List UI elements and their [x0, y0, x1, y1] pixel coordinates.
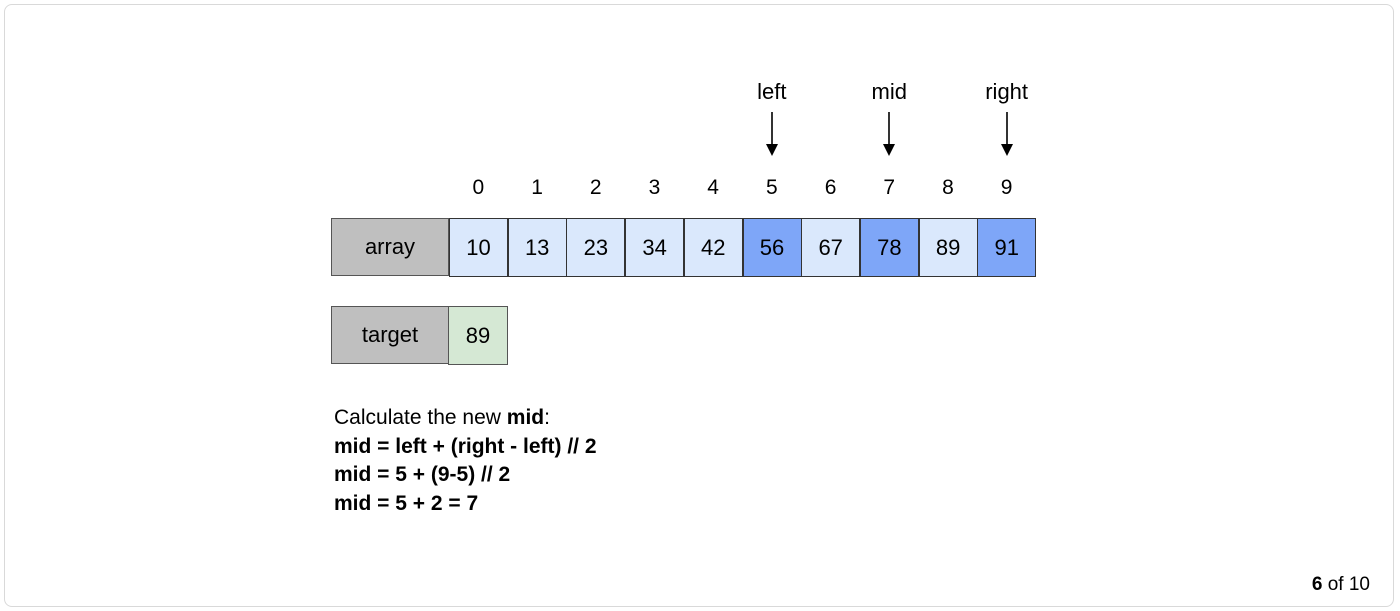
- pointer-label-mid: mid: [871, 79, 907, 104]
- pointer-label-left: left: [757, 79, 787, 104]
- array-cell-2: 23: [566, 218, 626, 277]
- formula-line-1: mid = left + (right - left) // 2: [334, 434, 597, 458]
- array-label: array: [331, 218, 449, 276]
- array-cell-7: 78: [859, 218, 919, 277]
- array-cell-0: 10: [449, 218, 508, 277]
- index-label-3: 3: [648, 176, 661, 199]
- pointer-left: left: [732, 80, 812, 158]
- array-cell-3: 34: [625, 218, 685, 277]
- pager-current: 6: [1311, 574, 1323, 595]
- target-label: target: [331, 306, 449, 364]
- array-cell-9: 91: [977, 218, 1037, 277]
- index-label-1: 1: [531, 176, 543, 199]
- target-value-cell: 89: [448, 306, 508, 365]
- index-label-7: 7: [883, 176, 896, 199]
- pointer-mid: mid: [849, 80, 929, 158]
- array-cell-4: 42: [683, 218, 743, 277]
- down-arrow-icon: [765, 112, 778, 156]
- array-cell-6: 67: [801, 218, 861, 277]
- down-arrow-icon: [1000, 112, 1013, 156]
- pager-separator: of: [1322, 574, 1349, 595]
- pointer-right: right: [967, 80, 1047, 158]
- index-label-0: 0: [472, 176, 485, 199]
- formula-line-2: mid = 5 + (9-5) // 2: [334, 463, 511, 486]
- index-label-6: 6: [824, 176, 837, 199]
- pointer-label-right: right: [985, 79, 1029, 104]
- array-cell-1: 13: [507, 218, 567, 277]
- index-label-9: 9: [1000, 176, 1013, 199]
- pager-total: 10: [1348, 574, 1370, 595]
- array-cell-8: 89: [918, 218, 978, 277]
- slide-pager: 6 of 10: [1312, 574, 1370, 596]
- index-label-2: 2: [589, 176, 602, 199]
- explanation-text: Calculate the new mid: mid = left + (rig…: [334, 404, 597, 518]
- index-label-4: 4: [707, 176, 719, 199]
- explanation-intro: Calculate the new mid:: [334, 406, 550, 429]
- array-cell-5: 56: [742, 218, 802, 277]
- index-label-5: 5: [766, 176, 778, 199]
- slide-frame: [4, 4, 1394, 607]
- formula-line-3: mid = 5 + 2 = 7: [334, 491, 479, 515]
- index-label-8: 8: [942, 176, 954, 199]
- down-arrow-icon: [883, 112, 896, 156]
